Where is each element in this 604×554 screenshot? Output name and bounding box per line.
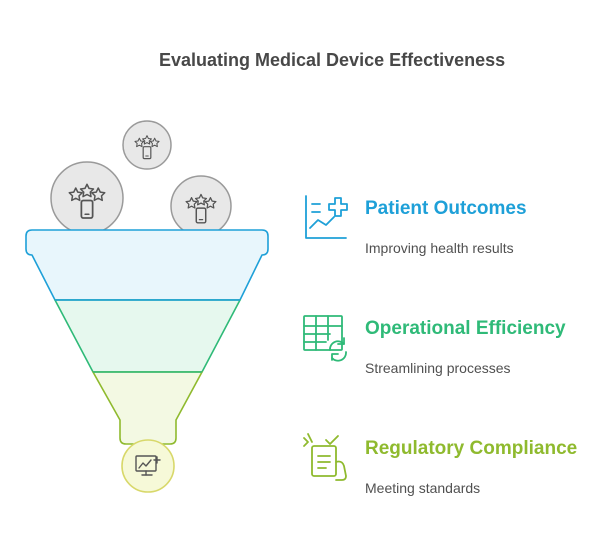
output-circle [121,439,175,493]
funnel-stage-operational-efficiency [54,299,241,373]
item-description: Streamlining processes [365,360,511,376]
monitor-analytics-icon [135,455,161,476]
checklist-hand-icon [303,433,347,481]
item-description: Meeting standards [365,480,481,496]
input-circle-left [50,161,124,235]
item-heading: Patient Outcomes [365,198,527,219]
item-description: Improving health results [365,240,514,256]
input-circle-right [170,175,232,237]
item-heading: Operational Efficiency [365,318,566,339]
input-circle-top [122,120,172,170]
chart-plus-icon [305,195,348,239]
item-heading: Regulatory Compliance [365,438,578,459]
table-refresh-icon [303,315,347,362]
funnel-diagram [25,120,269,493]
page-title: Evaluating Medical Device Effectiveness [159,50,506,70]
funnel-stage-patient-outcomes [25,229,269,301]
funnel-stage-regulatory-compliance [92,371,203,445]
